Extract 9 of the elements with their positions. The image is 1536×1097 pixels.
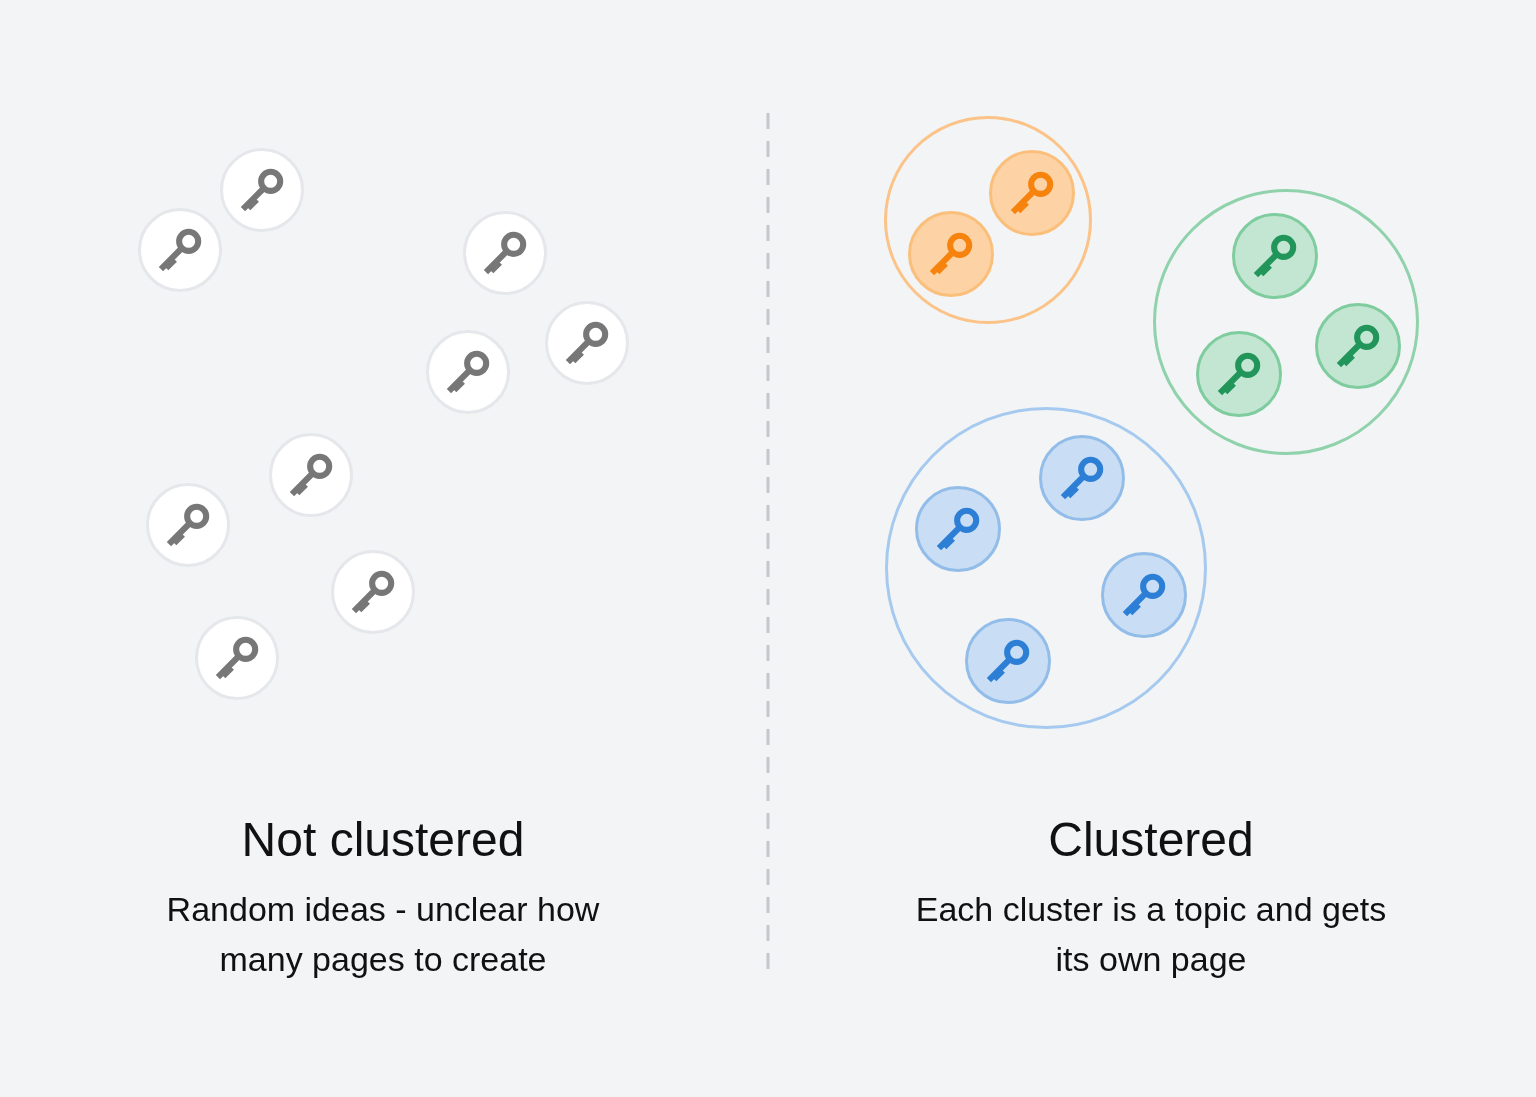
heading: Not clustered xyxy=(241,813,525,866)
description: Each cluster is a topic and gets its own page xyxy=(915,890,1387,978)
key-circle xyxy=(908,211,994,297)
cluster-circle xyxy=(884,116,1092,324)
heading: Clustered xyxy=(1048,813,1254,866)
cluster-circle xyxy=(1153,189,1419,455)
cluster-circle xyxy=(885,407,1207,729)
key-circle xyxy=(989,150,1075,236)
description: Random ideas - unclear how many pages to create xyxy=(166,890,600,978)
